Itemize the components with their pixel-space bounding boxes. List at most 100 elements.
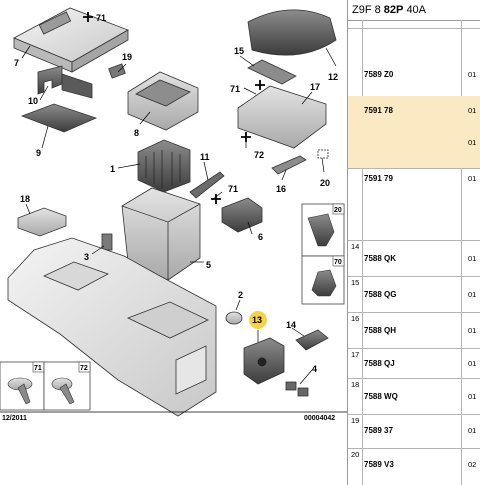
row-quantity: 01 (468, 392, 477, 401)
row-reference: 7589 37 (364, 426, 393, 435)
callout-8: 8 (134, 128, 139, 138)
part-small-clip (108, 63, 126, 79)
part-harness (189, 171, 225, 199)
table-row[interactable]: 19 7589 37 01 (348, 414, 480, 449)
part-cap (295, 329, 329, 351)
table-row[interactable]: 17 7588 QJ 01 (348, 348, 480, 379)
row-reference: 7591 79 (364, 174, 393, 183)
inset-72: 72 (43, 361, 91, 411)
part-hinge (271, 155, 307, 175)
row-quantity: 01 (468, 70, 477, 79)
row-quantity: 01 (468, 290, 477, 299)
callout-17: 17 (310, 82, 320, 92)
row-quantity: 01 (468, 426, 477, 435)
row-reference: 7589 V3 (364, 460, 394, 469)
table-row[interactable]: 14 7588 QK 01 (348, 240, 480, 277)
callout-15: 15 (234, 46, 244, 56)
table-row[interactable]: 15 7588 QG 01 (348, 276, 480, 313)
row-quantity: 01 (468, 254, 477, 263)
row-quantity: 01 (468, 106, 477, 115)
row-index: 14 (351, 242, 360, 251)
callout-14: 14 (286, 320, 296, 330)
callout-7: 7 (14, 58, 19, 68)
callout-13-highlight: 13 (249, 311, 267, 329)
inset-72-label: 72 (80, 365, 88, 372)
screw-markers (83, 12, 265, 204)
row-reference: 7589 Z0 (364, 70, 394, 79)
callout-71-mid: 71 (228, 184, 238, 194)
inset-70-label: 70 (334, 259, 342, 266)
part-lid-frame (237, 85, 327, 149)
callout-16: 16 (276, 184, 286, 194)
parts-table: Z9F 8 82P 40A 7589 Z0 01 7591 78 01 01 7… (347, 0, 480, 485)
row-quantity: 02 (468, 460, 477, 469)
row-index: 20 (351, 450, 360, 459)
callout-1: 1 (110, 164, 115, 174)
inset-70: 70 (301, 255, 345, 305)
part-button (225, 311, 243, 325)
part-dashed-clip (317, 149, 329, 159)
row-index: 16 (351, 314, 360, 323)
callout-5: 5 (206, 260, 211, 270)
callout-9: 9 (36, 148, 41, 158)
table-col-divider-1 (362, 20, 363, 485)
table-row[interactable]: 7591 79 01 (348, 168, 480, 241)
header-prefix: Z9F 8 (352, 4, 381, 16)
table-row[interactable]: 18 7588 WQ 01 (348, 378, 480, 415)
header-suffix: 40A (406, 4, 427, 16)
callout-2: 2 (238, 290, 243, 300)
table-row-highlighted[interactable]: 7591 78 01 01 (348, 96, 480, 169)
callout-3: 3 (84, 252, 89, 262)
row-reference: 7588 WQ (364, 392, 398, 401)
row-reference: 7588 QH (364, 326, 397, 335)
row-index: 18 (351, 380, 360, 389)
part-tray (127, 71, 199, 131)
row-reference: 7588 QK (364, 254, 397, 263)
callout-12: 12 (328, 72, 338, 82)
callout-10: 10 (28, 96, 38, 106)
table-row[interactable]: 7589 Z0 01 (348, 28, 480, 97)
callout-11: 11 (200, 152, 210, 162)
row-reference: 7588 QG (364, 290, 397, 299)
table-col-divider-2 (461, 20, 462, 485)
part-mat (20, 103, 98, 133)
inset-20-label: 20 (334, 207, 342, 214)
part-clip (37, 65, 93, 99)
part-small-tray (17, 207, 67, 237)
row-index: 15 (351, 278, 360, 287)
callout-19: 19 (122, 52, 132, 62)
table-header: Z9F 8 82P 40A (348, 0, 480, 21)
row-quantity: 01 (468, 359, 477, 368)
part-switch-module (221, 197, 263, 233)
footer-date: 12/2011 (2, 415, 27, 422)
row-index: 17 (351, 350, 360, 359)
part-socket (243, 337, 285, 385)
table-row-partial (348, 20, 480, 29)
footer-code: 00004042 (304, 415, 335, 422)
callout-71-top: 71 (96, 13, 106, 23)
callout-72: 72 (254, 150, 264, 160)
callout-71-right: 71 (230, 84, 240, 94)
part-small-connectors (285, 381, 309, 397)
parts-diagram: 71 7 10 9 19 8 1 11 71 6 18 3 5 15 71 12… (0, 7, 347, 422)
callout-6: 6 (258, 232, 263, 242)
part-cup-holder (137, 139, 191, 193)
row-reference: 7591 78 (364, 106, 393, 115)
callout-18: 18 (20, 194, 30, 204)
row-quantity: 01 (468, 326, 477, 335)
part-armrest-base (13, 7, 129, 73)
callout-20: 20 (320, 178, 330, 188)
table-row[interactable]: 20 7589 V3 02 (348, 448, 480, 485)
row-quantity-2: 01 (468, 138, 477, 147)
callout-4: 4 (312, 364, 317, 374)
callout-13: 13 (252, 315, 262, 325)
table-row[interactable]: 16 7588 QH 01 (348, 312, 480, 349)
part-bracket (247, 59, 297, 85)
row-quantity: 01 (468, 174, 477, 183)
leader-lines (21, 45, 337, 385)
part-console-body (7, 237, 217, 417)
row-index: 19 (351, 416, 360, 425)
inset-71-label: 71 (34, 365, 42, 372)
header-bold: 82P (383, 4, 404, 16)
inset-71: 71 (0, 361, 45, 411)
